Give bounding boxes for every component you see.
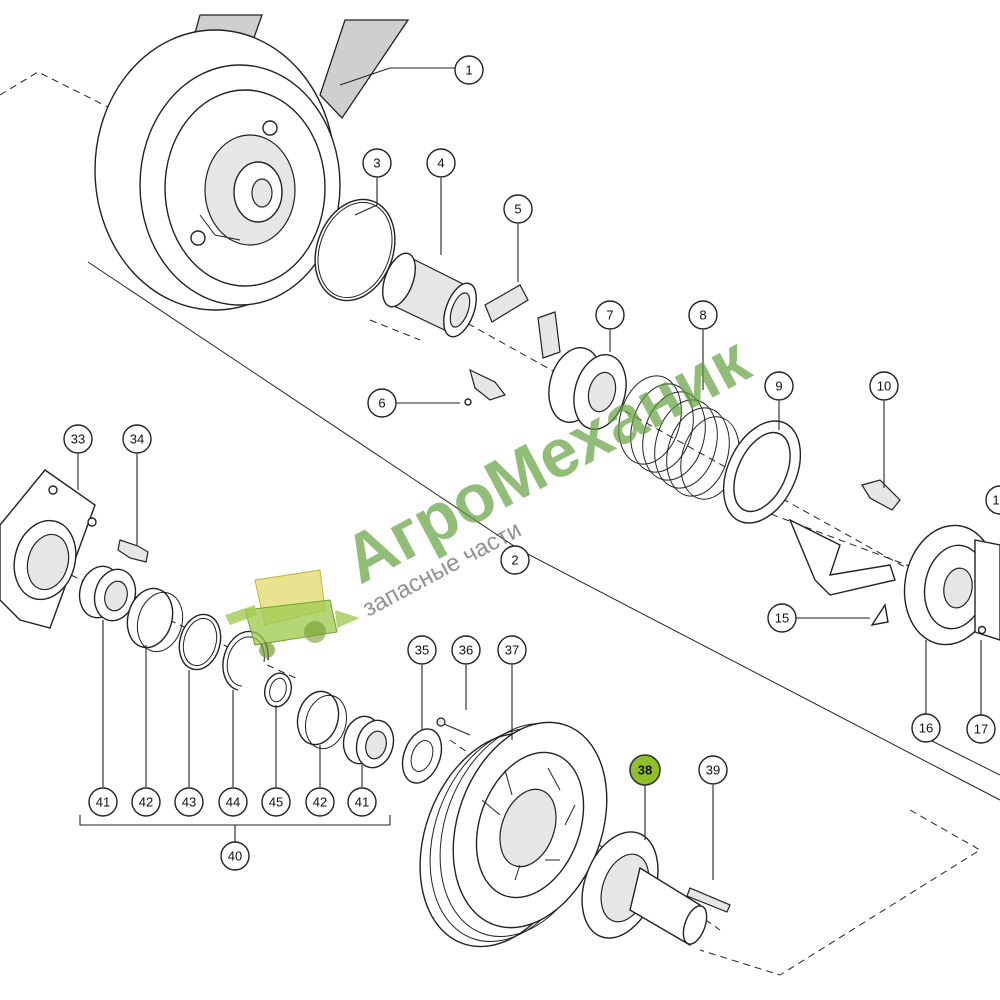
svg-text:7: 7 <box>606 308 613 323</box>
callout-33: 33 <box>63 424 93 454</box>
part-17-bolt <box>977 625 987 635</box>
svg-text:16: 16 <box>919 721 933 736</box>
svg-text:36: 36 <box>459 643 473 658</box>
svg-text:5: 5 <box>514 202 521 217</box>
cover-shell <box>788 518 896 596</box>
svg-text:42: 42 <box>139 795 153 810</box>
svg-text:33: 33 <box>71 432 85 447</box>
svg-text:17: 17 <box>974 722 988 737</box>
part-7-bearing <box>548 347 627 430</box>
svg-text:43: 43 <box>182 795 196 810</box>
part-37-pulley <box>419 721 608 948</box>
part-15-wedge <box>870 603 889 626</box>
callout-1: 1 <box>454 55 484 85</box>
svg-text:1: 1 <box>992 493 999 508</box>
callout-39: 39 <box>698 755 728 785</box>
part-3-o-ring <box>314 198 396 302</box>
part-1-pulley <box>94 14 410 311</box>
callout-8: 8 <box>688 300 718 330</box>
callout-6: 6 <box>367 388 397 418</box>
callout-41-right: 41 <box>347 787 377 817</box>
svg-text:38: 38 <box>638 763 652 778</box>
callout-45: 45 <box>261 787 291 817</box>
svg-text:15: 15 <box>775 611 789 626</box>
part-36-screw <box>436 717 471 736</box>
callout-16: 16 <box>911 713 941 743</box>
callout-37: 37 <box>497 635 527 665</box>
callout-38-highlighted: 38 <box>629 754 661 786</box>
svg-text:37: 37 <box>505 643 519 658</box>
kit-40-bearing-kit <box>78 565 395 769</box>
callout-15: 15 <box>767 603 797 633</box>
callout-42-right: 42 <box>305 787 335 817</box>
callout-40: 40 <box>220 841 250 871</box>
callout-3: 3 <box>362 148 392 178</box>
part-9-washer <box>722 420 802 524</box>
callout-35: 35 <box>407 635 437 665</box>
callout-17: 17 <box>966 714 996 744</box>
watermark: АгроМеханик запасные части <box>225 321 762 658</box>
svg-text:2: 2 <box>511 553 518 568</box>
callout-5: 5 <box>503 194 533 224</box>
svg-text:45: 45 <box>269 795 283 810</box>
part-35-washer <box>401 728 443 784</box>
callout-7: 7 <box>595 300 625 330</box>
svg-text:6: 6 <box>378 396 385 411</box>
part-6-clip <box>464 368 506 406</box>
part-38-hub <box>581 831 708 947</box>
svg-text:3: 3 <box>373 156 380 171</box>
svg-text:1: 1 <box>465 63 472 78</box>
callout-44: 44 <box>218 787 248 817</box>
svg-text:8: 8 <box>699 308 706 323</box>
svg-text:41: 41 <box>96 795 110 810</box>
svg-text:40: 40 <box>228 849 242 864</box>
svg-text:10: 10 <box>877 379 891 394</box>
watermark-brand: АгроМеханик <box>331 321 762 598</box>
part-4-sleeve <box>382 252 477 338</box>
part-33-housing <box>0 469 97 629</box>
svg-text:41: 41 <box>355 795 369 810</box>
callout-43: 43 <box>174 787 204 817</box>
leader-lines <box>77 67 982 880</box>
callout-34: 34 <box>122 424 152 454</box>
callout-10: 10 <box>869 371 899 401</box>
svg-text:34: 34 <box>130 432 144 447</box>
part-8-spring <box>618 375 740 500</box>
svg-text:35: 35 <box>415 643 429 658</box>
callout-36: 36 <box>451 635 481 665</box>
part-16-flange <box>903 524 1000 646</box>
callout-41-left: 41 <box>88 787 118 817</box>
part-39-key <box>686 887 731 913</box>
harvester-logo-icon <box>225 569 360 658</box>
svg-text:4: 4 <box>437 156 444 171</box>
part-34-bolt <box>117 539 149 563</box>
svg-text:9: 9 <box>775 379 782 394</box>
callout-2: 2 <box>500 545 530 575</box>
callout-1-right-edge: 1 <box>985 485 1000 515</box>
callout-9: 9 <box>764 371 794 401</box>
callout-42-left: 42 <box>131 787 161 817</box>
part-5-segments <box>484 284 561 359</box>
part-10-bracket <box>861 479 901 511</box>
svg-text:42: 42 <box>313 795 327 810</box>
callout-4: 4 <box>426 148 456 178</box>
svg-text:39: 39 <box>706 763 720 778</box>
svg-text:44: 44 <box>226 795 240 810</box>
